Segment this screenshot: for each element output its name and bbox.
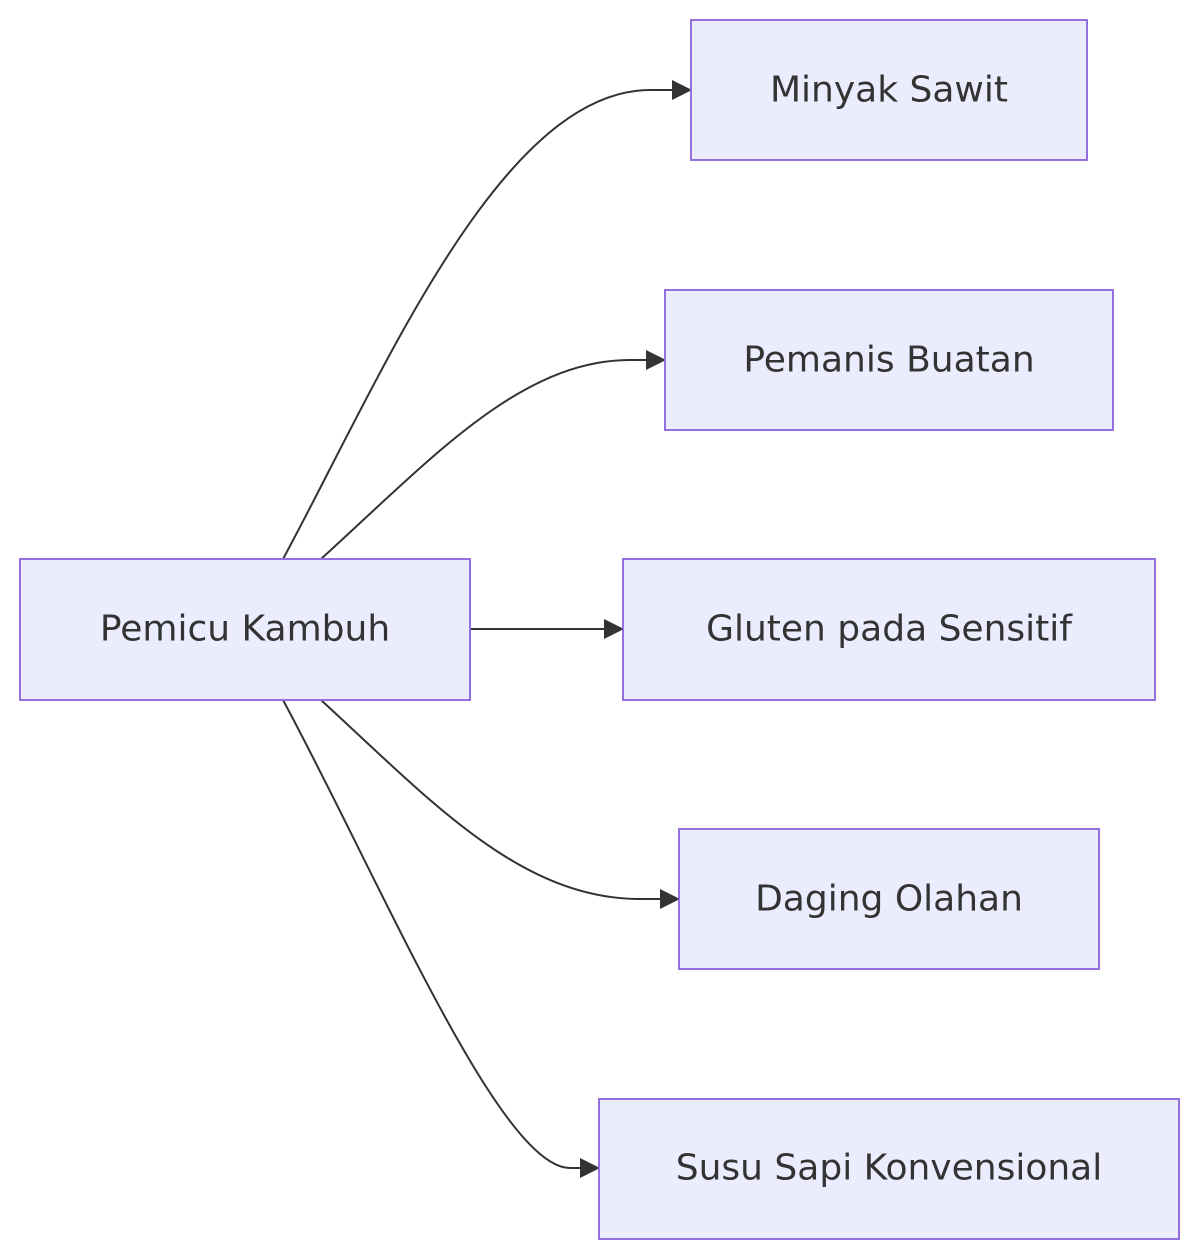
node-gluten-pada-sensitif-label: Gluten pada Sensitif bbox=[706, 609, 1073, 650]
node-susu-sapi-konvensional[interactable]: Susu Sapi Konvensional bbox=[598, 1098, 1180, 1240]
node-pemanis-buatan-label: Pemanis Buatan bbox=[743, 340, 1034, 381]
edge-root-n4 bbox=[320, 699, 680, 909]
node-susu-sapi-konvensional-label: Susu Sapi Konvensional bbox=[676, 1148, 1102, 1189]
node-minyak-sawit[interactable]: Minyak Sawit bbox=[690, 19, 1088, 161]
node-minyak-sawit-label: Minyak Sawit bbox=[770, 70, 1008, 111]
edge-root-n2 bbox=[320, 350, 666, 560]
edge-root-n5 bbox=[282, 699, 600, 1178]
edges bbox=[282, 80, 692, 1178]
node-root[interactable]: Pemicu Kambuh bbox=[19, 558, 471, 701]
node-gluten-pada-sensitif[interactable]: Gluten pada Sensitif bbox=[622, 558, 1156, 701]
node-daging-olahan-label: Daging Olahan bbox=[755, 879, 1023, 920]
node-pemanis-buatan[interactable]: Pemanis Buatan bbox=[664, 289, 1114, 431]
node-daging-olahan[interactable]: Daging Olahan bbox=[678, 828, 1100, 970]
edge-root-n1 bbox=[282, 80, 692, 560]
node-root-label: Pemicu Kambuh bbox=[100, 609, 390, 650]
